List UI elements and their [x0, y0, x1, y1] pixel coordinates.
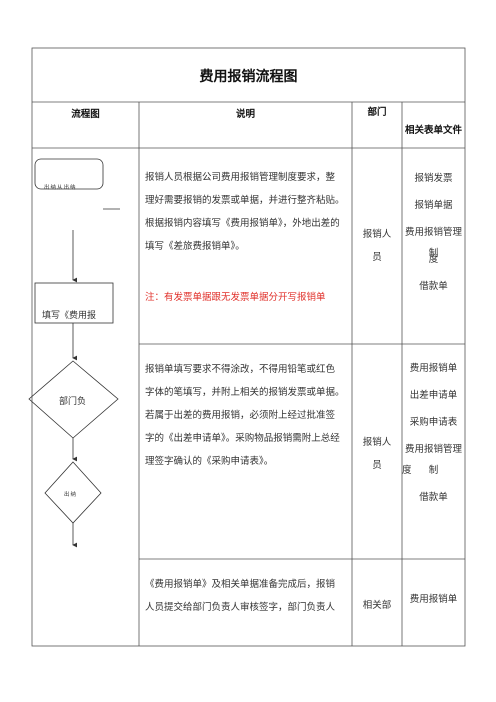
- row-2-form-item: 采购申请表: [409, 417, 458, 428]
- header-forms: 相关表单文件: [404, 125, 462, 136]
- row-3-form-item: 费用报销单: [409, 594, 458, 605]
- row-1-form-item: 报销单据: [414, 200, 453, 211]
- row-2-form-item: 度: [402, 465, 412, 476]
- row-3-department-line: 相关部: [362, 600, 392, 611]
- row-2-department-line: 员: [372, 460, 382, 471]
- row-2-description-line: 理签字确认的《采购申请表》。: [145, 456, 274, 467]
- flow-start-label: 出纳从出纳: [44, 185, 77, 191]
- flow-decision2-label: 出纳: [64, 492, 78, 498]
- flow-fill-box-label: 填写《费用报: [42, 311, 97, 321]
- row-1-form-item: 报销发票: [414, 173, 453, 184]
- header-department: 部门: [367, 107, 387, 118]
- row-2-description-line: 报销单填写要求不得涂改，不得用铅笔或红色: [145, 364, 336, 375]
- row-2-department-line: 报销人: [362, 437, 392, 448]
- row-2-description-line: 字的《出差申请单》。采购物品报销需附上总经: [145, 433, 340, 444]
- row-2-form-item: 借款单: [419, 492, 448, 503]
- row-3-forms: 费用报销单: [402, 588, 465, 611]
- table-border: [31, 47, 466, 647]
- row-1-department: 报销人 员: [352, 223, 402, 269]
- row-2-description-line: 若属于出差的费用报销，必须附上经过批准签: [145, 410, 336, 421]
- header-flowchart: 流程图: [71, 109, 100, 120]
- row-2-form-item: 出差申请单: [409, 390, 458, 401]
- row-1-forms: 报销发票 报销单据 费用报销管理制 度 借款单: [402, 168, 465, 297]
- row-1-description-line: 报销人员根据公司费用报销管理制度要求，整: [145, 172, 336, 183]
- row-3-department: 相关部: [352, 594, 402, 617]
- header-description: 说明: [235, 109, 255, 120]
- row-1-description-line: 理好需要报销的发票或单据，并进行整齐粘贴。: [145, 195, 345, 206]
- page-title: 费用报销流程图: [199, 69, 298, 85]
- flow-start-terminator: [34, 158, 104, 190]
- row-1-form-item: 费用报销管理制: [404, 227, 462, 259]
- row-2-description: 报销单填写要求不得涂改，不得用铅笔或红色 字体的笔填写，并附上相关的报销发票或单…: [145, 358, 350, 473]
- row-3-description-line: 《费用报销单》及相关单据准备完成后，报销: [145, 579, 336, 590]
- row-3-description-line: 人员提交给部门负责人审核签字，部门负责人: [145, 602, 336, 613]
- row-3-description: 《费用报销单》及相关单据准备完成后，报销 人员提交给部门负责人审核签字，部门负责…: [145, 573, 350, 619]
- row-1-form-item: 借款单: [419, 281, 448, 292]
- flow-fill-form-box: [34, 282, 114, 324]
- row-2-form-item: 费用报销单: [409, 363, 458, 374]
- row-1-form-item: 度: [428, 254, 439, 265]
- row-2-forms: 费用报销单 出差申请单 采购申请表 费用报销管理制 度 借款单: [402, 358, 465, 508]
- row-1-description: 报销人员根据公司费用报销管理制度要求，整 理好需要报销的发票或单据，并进行整齐粘…: [145, 166, 350, 258]
- row-1-department-line: 报销人: [362, 229, 392, 240]
- row-2-department: 报销人 员: [352, 431, 402, 477]
- row-2-form-item: 费用报销管理制: [404, 444, 462, 476]
- row-1-note: 注：有发票单据跟无发票单据分开写报销单: [145, 292, 326, 303]
- row-1-description-line: 根据报销内容填写《费用报销单》，外地出差的: [145, 218, 340, 229]
- row-1-description-line: 填写《差旅费报销单》。: [145, 241, 245, 252]
- row-2-description-line: 字体的笔填写，并附上相关的报销发票或单据。: [145, 387, 345, 398]
- row-1-department-line: 员: [372, 252, 382, 263]
- flow-decision1-label: 部门负: [59, 397, 87, 407]
